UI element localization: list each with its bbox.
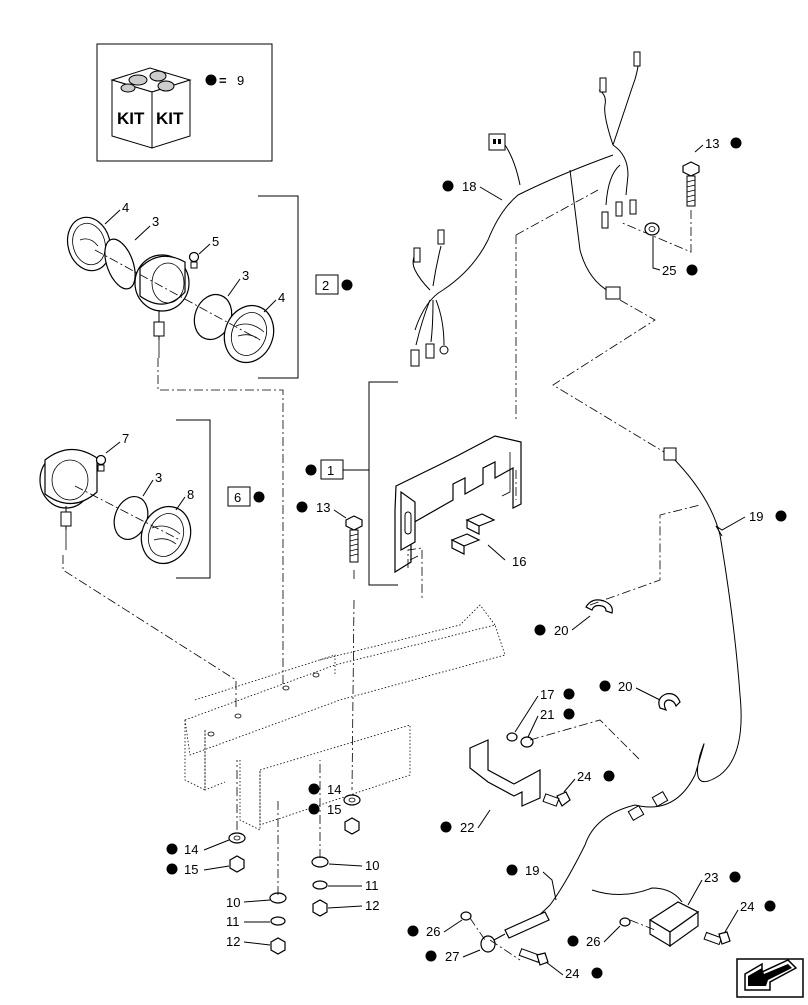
callout-15: 15 xyxy=(184,862,198,877)
callout-13: 13 xyxy=(316,500,330,515)
callout-23: 23 xyxy=(704,870,718,885)
callout-24: 24 xyxy=(740,899,754,914)
callout-1: 1 xyxy=(327,463,334,478)
frame-member xyxy=(184,604,506,831)
callout-26: 26 xyxy=(586,934,600,949)
bolt-13-left xyxy=(345,515,363,563)
callout-26: 26 xyxy=(426,924,440,939)
alignment-lines xyxy=(62,189,701,961)
kit-label-right: KIT xyxy=(156,109,184,128)
callout-4: 4 xyxy=(278,290,285,305)
callout-14: 14 xyxy=(184,842,198,857)
callout-25: 25 xyxy=(662,263,676,278)
callout-24: 24 xyxy=(565,966,579,981)
callout-18: 18 xyxy=(462,179,476,194)
bolt-13-right xyxy=(619,161,700,253)
lower-lamp-assembly xyxy=(39,419,211,579)
callout-22: 22 xyxy=(460,820,474,835)
upper-lamp-assembly xyxy=(66,195,299,379)
callout-24: 24 xyxy=(577,769,591,784)
hardware-stack-center xyxy=(228,794,361,955)
callout-19: 19 xyxy=(749,509,763,524)
callout-15: 15 xyxy=(327,802,341,817)
kit-box-icon: KIT KIT xyxy=(110,67,192,149)
callout-6: 6 xyxy=(234,490,241,505)
callout-21: 21 xyxy=(540,707,554,722)
callout-16: 16 xyxy=(512,554,526,569)
cable-bracket xyxy=(469,732,571,807)
callout-2: 2 xyxy=(322,278,329,293)
kit-legend: KIT KIT = 9 xyxy=(96,43,273,162)
callout-3: 3 xyxy=(242,268,249,283)
callout-13: 13 xyxy=(705,136,719,151)
callout-11: 11 xyxy=(365,878,379,893)
callout-27: 27 xyxy=(445,949,459,964)
kit-equals: = xyxy=(219,73,227,88)
kit-label-left: KIT xyxy=(117,109,145,128)
callout-12: 12 xyxy=(226,934,240,949)
callout-14: 14 xyxy=(327,782,341,797)
mounting-bracket xyxy=(368,381,522,586)
callout-labels: 4 3 5 3 4 2 7 3 8 6 1 13 16 18 xyxy=(104,136,787,981)
callout-10: 10 xyxy=(226,895,240,910)
sensor-cable xyxy=(480,447,742,953)
callout-3: 3 xyxy=(152,214,159,229)
navigation-arrow-icon[interactable] xyxy=(736,958,804,998)
callout-20: 20 xyxy=(618,679,632,694)
kit-count: 9 xyxy=(237,73,244,88)
callout-8: 8 xyxy=(187,487,194,502)
callout-17: 17 xyxy=(540,687,554,702)
callout-10: 10 xyxy=(365,858,379,873)
callout-11: 11 xyxy=(226,914,240,929)
callout-7: 7 xyxy=(122,431,129,446)
wiring-harness xyxy=(410,51,641,367)
callout-20: 20 xyxy=(554,623,568,638)
callout-4: 4 xyxy=(122,200,129,215)
callout-5: 5 xyxy=(212,234,219,249)
callout-3: 3 xyxy=(155,470,162,485)
callout-12: 12 xyxy=(365,898,379,913)
callout-19: 19 xyxy=(525,863,539,878)
